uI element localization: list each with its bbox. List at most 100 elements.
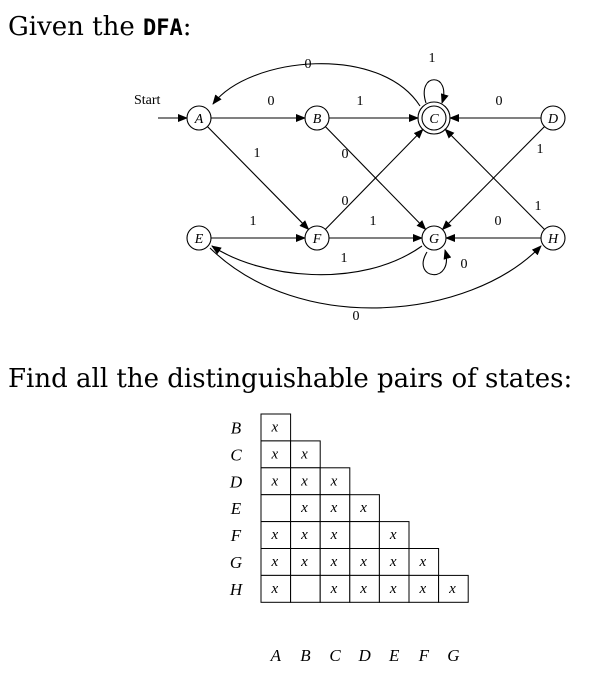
edge-f-c-label: 0 <box>342 194 349 209</box>
cell-a-d-mark: x <box>270 473 278 489</box>
cell-c-h <box>319 574 351 603</box>
cell-c-d-mark: x <box>330 473 338 489</box>
state-b <box>304 105 330 131</box>
cell-a-b-mark: x <box>270 419 278 435</box>
col-label-c: C <box>329 646 341 665</box>
cell-b-c-mark: x <box>300 446 308 462</box>
state-g <box>421 225 447 251</box>
edge-b-g-label: 0 <box>342 147 349 162</box>
cell-c-h-mark: x <box>330 581 338 597</box>
cell-b-f-mark: x <box>300 527 308 543</box>
edge-c-c-label: 1 <box>429 51 436 66</box>
heading-code: DFA <box>143 16 183 41</box>
edge-c-a-arrow <box>212 63 421 107</box>
cell-f-g-mark: x <box>418 554 426 570</box>
edge-h-c-arrow <box>444 128 545 230</box>
state-c-label: C <box>429 112 439 127</box>
state-d-label: D <box>547 112 558 127</box>
cell-b-g <box>290 548 321 576</box>
state-c <box>421 105 447 131</box>
state-f <box>304 225 330 251</box>
cell-c-g <box>319 548 351 576</box>
cell-b-h <box>290 574 321 603</box>
col-label-g: G <box>447 646 459 665</box>
edge-h-g-label: 0 <box>495 214 502 229</box>
row-label-f: F <box>230 526 242 545</box>
state-a <box>186 105 212 131</box>
cell-d-g-mark: x <box>359 554 367 570</box>
cell-f-h-mark: x <box>418 581 426 597</box>
cell-c-e <box>319 494 351 523</box>
edge-a-f-label: 1 <box>254 146 261 161</box>
given-heading: Given the DFA: <box>8 14 192 40</box>
edge-d-g-label: 1 <box>537 142 544 157</box>
cell-c-g-mark: x <box>330 554 338 570</box>
state-h <box>540 225 566 251</box>
cell-a-h-mark: x <box>270 581 278 597</box>
col-label-a: A <box>270 646 282 665</box>
cell-b-g-mark: x <box>300 554 308 570</box>
cell-d-e-mark: x <box>359 500 367 516</box>
row-label-c: C <box>230 445 242 464</box>
row-label-h: H <box>229 580 244 599</box>
state-b-label: B <box>313 112 322 127</box>
cell-c-d <box>319 467 351 496</box>
state-c-accepting-ring <box>417 101 451 135</box>
cell-e-h <box>378 574 410 603</box>
start-label: Start <box>134 93 161 108</box>
col-label-e: E <box>388 646 400 665</box>
state-e-label: E <box>194 232 204 247</box>
state-a-label: A <box>194 112 204 127</box>
row-label-b: B <box>231 418 242 437</box>
cell-g-h <box>438 574 469 603</box>
heading-prefix: Given the <box>8 12 144 42</box>
cell-b-e-mark: x <box>300 500 308 516</box>
cell-e-h-mark: x <box>389 581 397 597</box>
edge-e-f-label: 1 <box>250 214 257 229</box>
edge-e-h-label: 0 <box>353 309 360 324</box>
edge-g-g-label: 0 <box>461 257 468 272</box>
col-label-b: B <box>300 646 311 665</box>
edge-f-g-label: 1 <box>370 214 377 229</box>
state-e <box>186 225 212 251</box>
edge-a-f-arrow <box>207 126 310 231</box>
state-h-label: H <box>547 232 559 247</box>
state-g-label: G <box>429 232 439 247</box>
cell-d-g <box>349 548 380 576</box>
cell-b-d <box>290 467 321 496</box>
cell-d-e <box>349 494 380 523</box>
edge-g-e-label: 1 <box>341 251 348 266</box>
edge-e-h-arrow <box>209 245 542 309</box>
edge-h-c-label: 1 <box>535 199 542 214</box>
cell-b-c <box>290 440 321 469</box>
edge-g-e-arrow <box>211 245 423 276</box>
col-label-f: F <box>418 646 430 665</box>
question-text: Find all the distinguishable pairs of st… <box>8 364 573 394</box>
cell-a-c <box>260 440 292 469</box>
cell-d-h <box>349 574 380 603</box>
edge-g-g-arrow <box>422 249 452 276</box>
cell-c-f-mark: x <box>330 527 338 543</box>
cell-a-g-mark: x <box>270 554 278 570</box>
cell-b-e <box>290 494 321 523</box>
cell-a-b <box>260 413 292 442</box>
row-label-g: G <box>230 553 242 572</box>
cell-a-e <box>260 494 292 523</box>
edge-c-a-label: 0 <box>305 57 312 72</box>
cell-e-g-mark: x <box>389 554 397 570</box>
cell-b-d-mark: x <box>300 473 308 489</box>
edge-b-c-label: 1 <box>357 94 364 109</box>
state-f-label: F <box>312 232 322 247</box>
edge-d-c-label: 0 <box>496 94 503 109</box>
cell-e-f-mark: x <box>389 527 397 543</box>
cell-g-h-mark: x <box>448 581 456 597</box>
edge-f-c-arrow <box>324 128 424 230</box>
row-label-d: D <box>229 472 243 491</box>
cell-a-f-mark: x <box>270 527 278 543</box>
state-d <box>540 105 566 131</box>
cell-a-c-mark: x <box>270 446 278 462</box>
cell-c-e-mark: x <box>330 500 338 516</box>
col-label-d: D <box>357 646 371 665</box>
